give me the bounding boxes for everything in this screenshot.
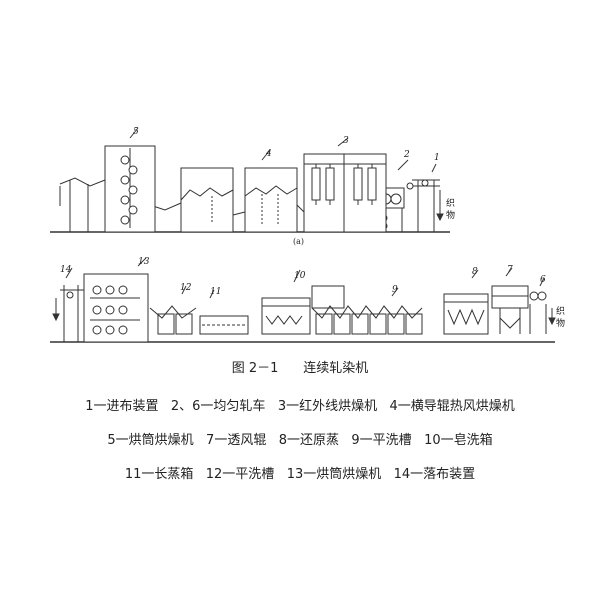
fabric-label-bottom: 物: [556, 317, 565, 329]
part-10-soaping-box: [261, 269, 311, 335]
bottom-machine-drawing: 14 13 12 11 10 9 8 7 6 织 物: [50, 257, 565, 343]
part-13-cylinder-dryer: [83, 257, 149, 343]
fabric-label-top: 物: [446, 209, 455, 221]
part-number: 4: [265, 149, 272, 159]
legend-line: 5一烘筒烘燥机 7一透风辊 8一还原蒸 9一平洗槽 10一皂洗箱: [107, 433, 493, 448]
part-number: 14: [60, 265, 72, 275]
fabric-label-bottom: 织: [556, 305, 565, 317]
part-3-infrared-dryer: [303, 137, 387, 233]
figure-title: 图 2－1 连续轧染机: [231, 361, 369, 376]
part-4-hot-air-dryer: [149, 149, 305, 233]
part-6-padder: [529, 277, 556, 334]
part-number: 7: [507, 265, 513, 275]
part-number: 13: [138, 257, 150, 267]
part-number: 9: [392, 285, 398, 295]
fabric-label-top: 织: [446, 197, 455, 209]
part-5-cylinder-dryer: [59, 127, 156, 233]
part-number: 2: [403, 150, 410, 160]
part-number: 12: [180, 283, 192, 293]
part-9-washing-tank: [311, 285, 423, 335]
part-number: 6: [540, 275, 546, 285]
legend-line: 1一进布装置 2、6一均匀轧车 3一红外线烘燥机 4一横导辊热风烘燥机: [85, 399, 515, 414]
legend-line: 11一长蒸箱 12一平洗槽 13一烘筒烘燥机 14一落布装置: [124, 467, 476, 482]
part-number: 1: [434, 153, 440, 163]
part-number: 5: [133, 127, 139, 137]
part-number: 10: [294, 271, 306, 281]
part-number: 8: [472, 267, 478, 277]
part-number: 3: [343, 136, 349, 146]
part-1-entry-device: [406, 163, 444, 232]
part-11-long-steamer: [199, 289, 249, 335]
part-14-exit-device: [52, 267, 85, 342]
subfigure-label: (a): [293, 237, 304, 246]
top-machine-drawing: 5 4 3 2 1 织 物 (a): [50, 127, 455, 246]
part-7-air-permeable-roller: [491, 267, 529, 334]
part-12-washing-tank: [149, 285, 197, 335]
part-number: 11: [210, 287, 221, 297]
part-8-reduction-steamer: [443, 269, 489, 335]
